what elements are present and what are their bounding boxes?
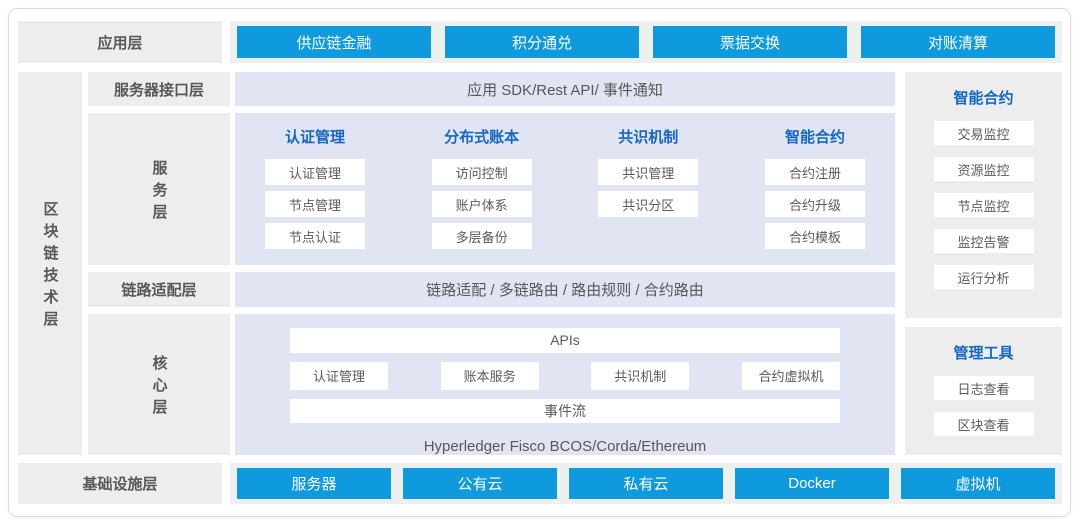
core-module: 账本服务 <box>440 361 539 390</box>
core-layer-label: 核心层 <box>150 355 168 421</box>
core-modules-row: 认证管理 账本服务 共识机制 合约虚拟机 <box>290 361 840 390</box>
infrastructure-layer-label: 基础设施层 <box>18 463 222 504</box>
service-column-auth: 认证管理 认证管理 节点管理 节点认证 <box>265 126 365 265</box>
column-header: 共识机制 <box>618 129 679 146</box>
service-layer-label: 服务层 <box>150 159 168 226</box>
service-item: 合约注册 <box>764 159 865 185</box>
side-panel-header: 管理工具 <box>953 345 1014 362</box>
link-adapter-bar: 链路适配 / 多链路由 / 路由规则 / 合约路由 <box>235 272 895 307</box>
smart-contract-monitor-panel: 智能合约 交易监控 资源监控 节点监控 监控告警 运行分析 <box>905 72 1062 318</box>
app-block-bill-exchange: 票据交换 <box>653 26 847 58</box>
infra-block-private-cloud: 私有云 <box>569 468 723 499</box>
service-column-consensus: 共识机制 共识管理 共识分区 <box>598 126 699 265</box>
core-layer-label-box: 核心层 <box>88 314 230 455</box>
blockchain-tech-layer-label: 区块链技术层 <box>41 201 59 333</box>
service-item: 合约升级 <box>764 191 865 217</box>
side-panel-item: 交易监控 <box>933 121 1034 145</box>
column-header: 认证管理 <box>284 129 345 146</box>
server-interface-layer-label: 服务器接口层 <box>88 72 230 106</box>
infra-block-public-cloud: 公有云 <box>403 468 557 499</box>
column-header: 智能合约 <box>784 129 845 146</box>
infrastructure-button-strip: 服务器 公有云 私有云 Docker 虚拟机 <box>230 463 1062 504</box>
application-layer-label: 应用层 <box>18 21 222 63</box>
side-panel-item: 节点监控 <box>933 193 1034 217</box>
platforms-text: Hyperledger Fisco BCOS/Corda/Ethereum <box>423 438 707 455</box>
blockchain-tech-layer-rail: 区块链技术层 <box>18 72 82 455</box>
service-item: 节点管理 <box>265 191 365 217</box>
service-item: 访问控制 <box>431 159 532 185</box>
side-panel-item: 监控告警 <box>933 229 1034 253</box>
apis-bar: APIs <box>290 328 840 353</box>
core-module: 共识机制 <box>591 361 690 390</box>
infra-block-server: 服务器 <box>237 468 391 499</box>
service-item: 合约模板 <box>764 223 865 249</box>
service-layer-panel: 认证管理 认证管理 节点管理 节点认证 分布式账本 访问控制 账户体系 多层备份… <box>235 113 895 265</box>
service-item: 共识管理 <box>598 159 699 185</box>
event-stream-bar: 事件流 <box>290 398 840 423</box>
sdk-api-bar: 应用 SDK/Rest API/ 事件通知 <box>235 72 895 106</box>
service-item: 节点认证 <box>265 223 365 249</box>
service-item: 多层备份 <box>431 223 532 249</box>
core-module: 合约虚拟机 <box>741 361 840 390</box>
service-column-ledger: 分布式账本 访问控制 账户体系 多层备份 <box>431 126 532 265</box>
app-block-reconciliation: 对账清算 <box>861 26 1055 58</box>
app-block-supply-chain-finance: 供应链金融 <box>237 26 431 58</box>
infra-block-vm: 虚拟机 <box>901 468 1055 499</box>
side-panel-header: 智能合约 <box>953 90 1014 107</box>
service-item: 共识分区 <box>598 191 699 217</box>
infra-block-docker: Docker <box>735 468 889 499</box>
side-panel-item: 运行分析 <box>933 265 1034 289</box>
side-panel-item: 日志查看 <box>933 376 1034 400</box>
core-layer-content: APIs 认证管理 账本服务 共识机制 合约虚拟机 事件流 Hyperledge… <box>235 314 895 455</box>
core-layer-panel: APIs 认证管理 账本服务 共识机制 合约虚拟机 事件流 Hyperledge… <box>235 314 895 455</box>
side-panel-item: 区块查看 <box>933 412 1034 436</box>
core-module: 认证管理 <box>290 361 388 390</box>
service-item: 账户体系 <box>431 191 532 217</box>
application-button-strip: 供应链金融 积分通兑 票据交换 对账清算 <box>230 21 1062 63</box>
app-block-points-exchange: 积分通兑 <box>445 26 639 58</box>
link-adapter-layer-label: 链路适配层 <box>88 272 230 307</box>
service-layer-label-box: 服务层 <box>88 113 230 265</box>
management-tools-panel: 管理工具 日志查看 区块查看 <box>905 327 1062 455</box>
service-columns: 认证管理 认证管理 节点管理 节点认证 分布式账本 访问控制 账户体系 多层备份… <box>235 113 895 265</box>
service-column-contract: 智能合约 合约注册 合约升级 合约模板 <box>764 126 865 265</box>
column-header: 分布式账本 <box>444 129 520 146</box>
service-item: 认证管理 <box>265 159 365 185</box>
side-panel-item: 资源监控 <box>933 157 1034 181</box>
